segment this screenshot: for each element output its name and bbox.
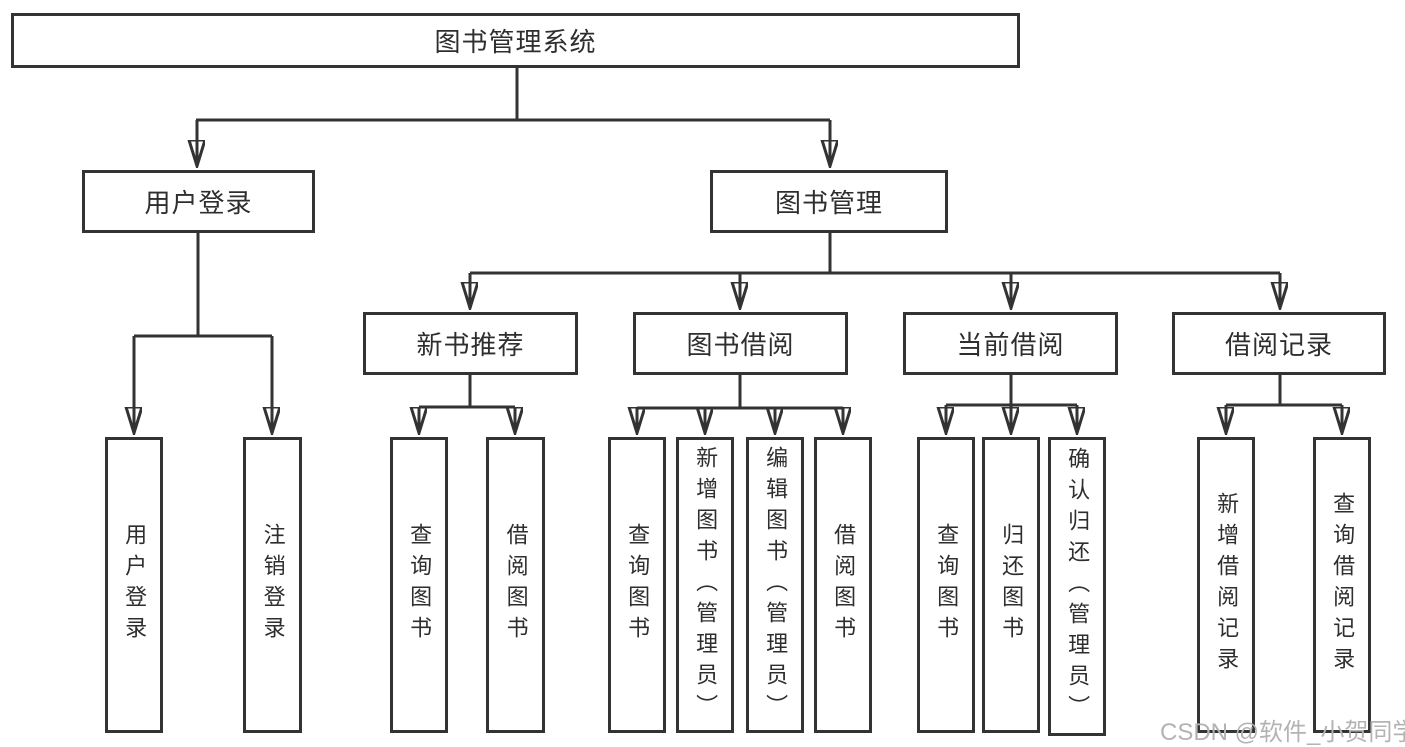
node-label: 借阅记录	[1224, 330, 1333, 360]
leaf-query-books-borrow: 查询图书	[608, 437, 666, 733]
csdn-watermark: CSDN @软件_小贺同学	[1160, 719, 1405, 746]
leaf-user-login: 用户登录	[105, 437, 163, 733]
connector-current-borrow-to-leaves	[946, 375, 1077, 433]
node-label: 归还图书	[999, 523, 1025, 647]
leaf-edit-book-admin: 编辑图书（管理员）	[746, 437, 804, 733]
node-label: 图书借阅	[686, 330, 795, 360]
connector-user-login-to-leaves	[134, 233, 272, 433]
leaf-query-books-recommend: 查询图书	[390, 437, 448, 733]
leaf-add-borrow-record: 新增借阅记录	[1197, 437, 1255, 733]
leaf-query-borrow-record: 查询借阅记录	[1313, 437, 1371, 733]
node-label: 注销登录	[260, 523, 286, 647]
node-label: 用户登录	[144, 188, 253, 218]
node-label: 新增借阅记录	[1214, 492, 1240, 678]
leaf-borrow-books-recommend: 借阅图书	[486, 437, 545, 733]
connector-new-book-recommend-to-leaves	[419, 375, 515, 433]
node-new-book-recommend: 新书推荐	[363, 312, 578, 375]
node-label: 新增图书（管理员）	[693, 445, 719, 725]
node-label: 图书管理系统	[434, 27, 597, 57]
node-label: 借阅图书	[831, 523, 857, 647]
node-label: 查询图书	[407, 523, 433, 647]
connector-root-to-level2	[196, 68, 830, 166]
node-label: 查询图书	[625, 523, 651, 647]
leaf-confirm-return-admin: 确认归还（管理员）	[1048, 437, 1106, 736]
leaf-return-book: 归还图书	[982, 437, 1040, 733]
connector-book-management-to-level3	[470, 233, 1280, 308]
node-current-borrow: 当前借阅	[903, 312, 1118, 375]
node-book-management: 图书管理	[710, 170, 948, 233]
node-label: 借阅图书	[503, 523, 529, 647]
leaf-logout: 注销登录	[243, 437, 302, 733]
leaf-add-book-admin: 新增图书（管理员）	[676, 437, 734, 733]
node-label: 编辑图书（管理员）	[763, 445, 789, 725]
node-label: 图书管理	[774, 188, 883, 218]
connector-book-borrow-to-leaves	[637, 375, 843, 433]
node-label: 新书推荐	[416, 330, 525, 360]
node-borrow-records: 借阅记录	[1172, 312, 1386, 375]
leaf-query-books-current: 查询图书	[917, 437, 975, 733]
node-label: 确认归还（管理员）	[1065, 447, 1091, 726]
node-label: 当前借阅	[956, 330, 1065, 360]
node-user-login: 用户登录	[82, 170, 315, 233]
node-label: 查询借阅记录	[1330, 492, 1356, 678]
connector-borrow-records-to-leaves	[1226, 375, 1342, 433]
leaf-borrow-books: 借阅图书	[814, 437, 872, 733]
node-label: 查询图书	[934, 523, 960, 647]
node-library-management-system: 图书管理系统	[11, 13, 1020, 68]
node-label: 用户登录	[122, 523, 148, 647]
node-book-borrow: 图书借阅	[633, 312, 848, 375]
